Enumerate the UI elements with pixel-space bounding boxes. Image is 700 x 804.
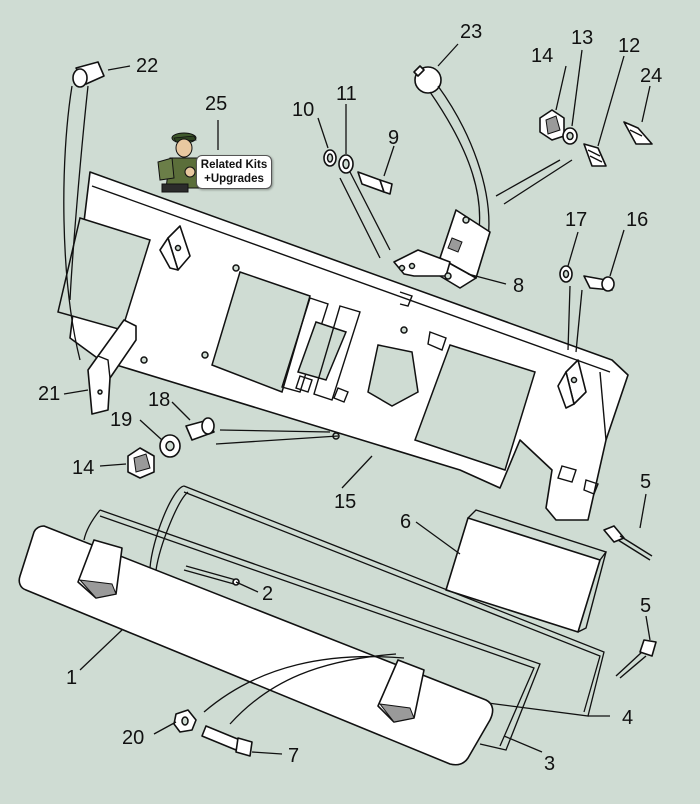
callout-17: 17 (565, 209, 587, 231)
panel-bracket-right (557, 359, 587, 409)
part-16-bolt (567, 275, 615, 353)
callout-15: 15 (334, 491, 356, 513)
dash-panel (57, 171, 629, 521)
callout-leaders (63, 43, 651, 755)
part-7-bolt (201, 725, 253, 757)
callout-5-lower: 5 (640, 595, 651, 617)
mechanic-character-icon (157, 132, 203, 193)
part-3-wire-frame (83, 509, 541, 751)
part-2-pin (183, 565, 240, 586)
part-19-washer (159, 434, 181, 458)
callout-2: 2 (262, 583, 273, 605)
callout-5-upper: 5 (640, 471, 651, 493)
panel-bracket-left (159, 225, 191, 271)
callout-8: 8 (513, 275, 524, 297)
part-24-screw (623, 121, 653, 145)
callout-22: 22 (136, 55, 158, 77)
part-5-rivet-upper (603, 525, 653, 561)
part-10-washer (323, 149, 337, 167)
callout-7: 7 (288, 745, 299, 767)
callout-12: 12 (618, 35, 640, 57)
part-9-bolt (339, 171, 393, 259)
related-kits-line1: Related Kits (200, 159, 268, 171)
part-8-switch-bracket (393, 209, 491, 289)
callout-14-upper: 14 (531, 45, 553, 67)
callout-24: 24 (640, 65, 662, 87)
callout-19: 19 (110, 409, 132, 431)
callout-1: 1 (66, 667, 77, 689)
part-13-washer (562, 127, 578, 145)
part-20-nut (173, 709, 197, 733)
callout-20: 20 (122, 727, 144, 749)
part-22-bulb (63, 61, 105, 361)
part-14-clip-upper (539, 109, 565, 141)
callout-3: 3 (544, 753, 555, 775)
callout-16: 16 (626, 209, 648, 231)
callout-10: 10 (292, 99, 314, 121)
part-1-cover (18, 525, 494, 766)
callout-4: 4 (622, 707, 633, 729)
callout-9: 9 (388, 127, 399, 149)
callout-11: 11 (336, 83, 357, 105)
part-12-screw (495, 143, 607, 205)
part-21-bracket (87, 319, 137, 415)
related-kits-label: Related Kits +Upgrades (196, 155, 272, 189)
callout-13: 13 (571, 27, 593, 49)
callout-23: 23 (460, 21, 482, 43)
part-11-washer (338, 154, 354, 174)
part-18-bolt (185, 417, 339, 445)
part-5-rivet-lower (615, 639, 657, 679)
callout-18: 18 (148, 389, 170, 411)
part-14-clip-lower (127, 447, 155, 479)
part-6-plate (445, 509, 608, 633)
callout-21: 21 (38, 383, 60, 405)
related-kits-button[interactable]: Related Kits +Upgrades (148, 128, 274, 194)
part-4-wire-frame (149, 485, 605, 717)
callout-14-lower: 14 (72, 457, 94, 479)
callout-6: 6 (400, 511, 411, 533)
part-17-washer (559, 265, 573, 283)
callout-25: 25 (205, 93, 227, 115)
callout-numbers: 22 25 23 14 13 12 24 10 11 9 17 16 8 21 … (38, 21, 662, 775)
related-kits-line2: +Upgrades (204, 173, 264, 185)
part-23-knob (413, 65, 490, 249)
